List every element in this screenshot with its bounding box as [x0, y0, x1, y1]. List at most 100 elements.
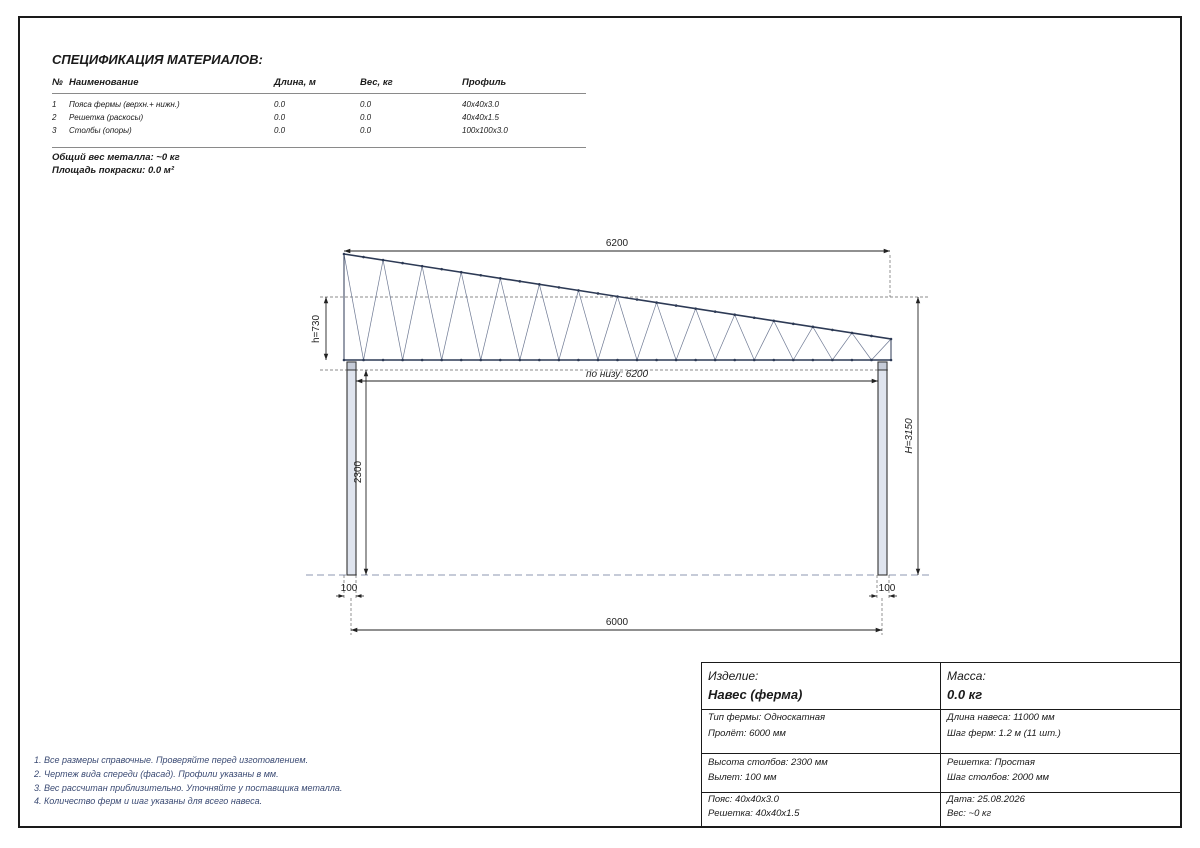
bottom-chord-node — [772, 358, 776, 362]
truss-diagonal — [793, 326, 814, 361]
mass-value: 0.0 кг — [947, 687, 983, 702]
bottom-chord-node — [752, 358, 756, 362]
bottom-chord-node — [811, 358, 815, 362]
truss-diagonal — [343, 253, 364, 361]
bottom-chord-node — [831, 358, 834, 362]
bottom-chord-node — [479, 358, 483, 362]
truss-diagonal — [597, 296, 618, 361]
dim-post-height-label: 2300 — [353, 460, 364, 483]
dim-post-width-right-label: 100 — [879, 583, 896, 594]
spec-header-row: № Наименование Длина, м Вес, кг Профиль — [52, 77, 586, 93]
bottom-chord-node — [870, 358, 873, 362]
dimension-bottom-length: по низу: 6200 — [356, 369, 878, 384]
truss-end-post — [343, 254, 892, 360]
note-item: 2. Чертеж вида спереди (фасад). Профили … — [34, 768, 279, 779]
dimension-post-height: 2300 — [353, 370, 369, 575]
bottom-chord-node — [713, 358, 717, 362]
right-post — [877, 361, 888, 576]
row-profile: 40x40x3.0 — [462, 100, 499, 109]
row-name: Пояса фермы (верхн.+ нижн.) — [69, 100, 180, 109]
top-chord-node — [850, 331, 854, 335]
lattice-type: Решетка: Простая — [947, 757, 1035, 768]
paint-area: Площадь покраски: 0.0 м² — [52, 165, 174, 176]
top-chord-node — [811, 325, 815, 329]
bottom-chord-node — [655, 358, 658, 362]
truss-diagonal — [871, 338, 892, 361]
truss-type: Тип фермы: Односкатная — [708, 712, 826, 723]
bottom-chord-node — [694, 358, 697, 362]
materials-specification: СПЕЦИФИКАЦИЯ МАТЕРИАЛОВ: № Наименование … — [52, 52, 586, 177]
spec-title: СПЕЦИФИКАЦИЯ МАТЕРИАЛОВ: — [52, 52, 263, 67]
dim-post-width-left-label: 100 — [341, 583, 358, 594]
bottom-chord-node — [538, 358, 541, 362]
col-profile: Профиль — [462, 77, 507, 88]
row-number: 1 — [52, 100, 57, 109]
spec-header-rule — [52, 93, 586, 94]
row-length: 0.0 — [274, 100, 286, 109]
col-name: Наименование — [69, 77, 139, 88]
truss-diagonal — [773, 320, 794, 361]
truss-node-points — [342, 252, 893, 362]
truss-diagonal — [363, 260, 384, 361]
truss-diagonal — [382, 260, 403, 361]
dimension-truss-height: h=730 — [311, 297, 329, 360]
bottom-chord-node — [440, 358, 443, 362]
top-chord-node — [362, 255, 365, 259]
bottom-chord-node — [850, 358, 854, 362]
title-block-rule — [702, 753, 1180, 754]
truss-diagonal — [558, 290, 579, 361]
top-chord-node — [772, 319, 776, 323]
truss-diagonal — [441, 272, 462, 361]
top-chord-node — [694, 307, 697, 310]
top-chord-node — [792, 322, 795, 326]
truss-diagonal — [539, 284, 560, 361]
drawing-notes: 1. Все размеры справочные. Проверяйте пе… — [34, 754, 342, 809]
dimension-post-width-left: 100 — [336, 583, 364, 598]
title-block: Изделие: Навес (ферма) Масса: 0.0 кг Тип… — [701, 662, 1181, 828]
top-chord-node — [440, 267, 443, 271]
drawing-date: Дата: 25.08.2026 — [947, 794, 1025, 805]
top-chord-node — [889, 337, 893, 341]
bottom-chord-node — [635, 358, 639, 362]
row-profile: 100x100x3.0 — [462, 126, 508, 135]
top-chord-node — [655, 301, 658, 304]
top-chord-node — [459, 270, 463, 274]
bottom-chord-node — [557, 358, 561, 362]
title-block-rule — [702, 792, 1180, 793]
top-chord-node — [635, 298, 639, 301]
chord-profile: Пояс: 40x40x3.0 — [708, 794, 779, 805]
post-height: Высота столбов: 2300 мм — [708, 757, 828, 768]
sheet-border — [18, 16, 1182, 828]
bottom-chord-node — [577, 358, 580, 362]
truss-diagonal — [675, 308, 696, 361]
bottom-chord-node — [342, 358, 346, 362]
truss-diagonal — [851, 332, 872, 361]
top-chord-node — [674, 304, 678, 307]
dim-bottom-length-label: по низу: 6200 — [586, 369, 648, 380]
row-length: 0.0 — [274, 126, 286, 135]
col-weight: Вес, кг — [360, 77, 393, 88]
top-chord-node — [616, 295, 619, 298]
top-chord-node — [479, 273, 483, 277]
top-chord-node — [752, 316, 756, 320]
col-number: № — [52, 77, 63, 88]
note-item: 4. Количество ферм и шаг указаны для все… — [34, 796, 263, 807]
col-length: Длина, м — [274, 77, 316, 88]
truss-web-lattice — [343, 253, 892, 361]
truss-diagonal — [460, 272, 482, 361]
bottom-chord-node — [889, 358, 893, 362]
post-step: Шаг столбов: 2000 мм — [947, 772, 1050, 783]
truss-diagonal — [714, 314, 736, 361]
truss-diagonal — [753, 320, 775, 361]
bottom-chord-node — [498, 358, 502, 362]
top-chord-node — [831, 328, 834, 332]
title-block-rule — [702, 709, 1180, 710]
dim-span-label: 6000 — [606, 617, 629, 628]
top-chord-node — [420, 264, 424, 268]
top-chord-node — [498, 276, 502, 280]
total-metal-weight: Общий вес металла: ~0 кг — [52, 152, 180, 163]
overhang: Вылет: 100 мм — [708, 772, 777, 783]
title-block-divider — [940, 663, 941, 827]
dimension-top-length: 6200 — [344, 238, 890, 254]
